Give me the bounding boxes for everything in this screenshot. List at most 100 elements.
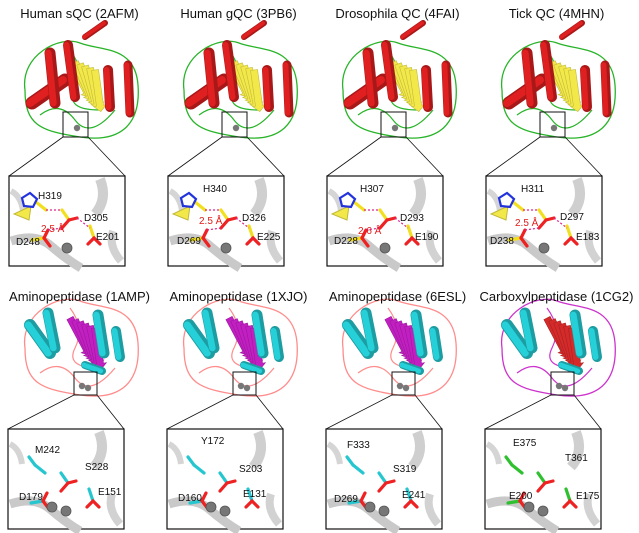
active-site-inset — [8, 175, 126, 272]
helix-highlight — [558, 362, 581, 374]
loop-trace — [198, 108, 275, 129]
overview-cartoon — [501, 298, 616, 397]
zinc-ion — [555, 382, 563, 390]
bond-stick — [59, 471, 70, 485]
zinc-ion — [232, 124, 240, 132]
beta-strand — [12, 205, 32, 221]
helix-highlight — [43, 309, 57, 352]
grey-ribbon — [584, 229, 602, 264]
bond-stick — [410, 236, 420, 246]
loop-trace — [516, 366, 593, 387]
residue-label-4: E183 — [576, 232, 600, 243]
imidazole-ring — [179, 191, 198, 209]
grey-ribbon — [408, 430, 426, 471]
helix-highlight — [421, 67, 430, 110]
zoom-line — [255, 394, 284, 430]
zinc-ion — [402, 384, 410, 392]
residue-label-4: E151 — [98, 487, 122, 498]
bond-stick — [226, 216, 238, 222]
bond-stick — [384, 479, 396, 485]
active-site-inset — [167, 175, 285, 272]
zoom-box — [380, 111, 407, 138]
hydrogen-bond — [76, 217, 91, 229]
grey-ribbon — [168, 188, 185, 212]
structure-figure — [166, 298, 298, 533]
bond-stick — [537, 218, 548, 230]
panel-title: Aminopeptidase (1AMP) — [9, 289, 150, 304]
helix-highlight — [411, 311, 424, 357]
bond-stick — [60, 208, 71, 222]
grey-ribbon — [567, 430, 585, 471]
residue-label-1: H319 — [38, 191, 62, 202]
residue-label-1: F333 — [347, 440, 370, 451]
bond-stick — [91, 499, 101, 509]
loop-trace — [183, 40, 298, 139]
zinc-ion — [538, 242, 550, 254]
helix-highlight — [282, 62, 291, 116]
active-site-inset — [325, 428, 443, 533]
active-site-inset — [484, 428, 602, 533]
hydrogen-bond — [235, 217, 250, 229]
active-site-inset — [7, 428, 125, 533]
residue-label-2: D297 — [560, 212, 584, 223]
zoom-line — [7, 394, 75, 430]
zoom-line — [414, 394, 443, 430]
residue-label-3: E200 — [509, 491, 533, 502]
bond-stick — [406, 224, 414, 240]
bond-stick — [377, 471, 388, 485]
structure-figure — [484, 298, 616, 533]
loop-trace — [39, 366, 116, 387]
bond-stick — [67, 216, 79, 222]
helix-highlight — [241, 21, 265, 39]
beta-strand — [409, 69, 426, 113]
panel-title: Tick QC (4MHN) — [508, 6, 605, 21]
bond-stick — [193, 200, 207, 212]
zinc-ion — [537, 505, 549, 517]
grey-ribbon — [486, 188, 503, 212]
grey-ribbon — [167, 441, 184, 465]
bond-stick — [507, 236, 523, 242]
zinc-ion — [205, 501, 217, 513]
imidazole-ring — [20, 191, 39, 209]
grey-ribbon — [90, 430, 108, 471]
helix-highlight — [429, 328, 440, 360]
bond-stick — [405, 487, 413, 503]
loop-trace — [342, 40, 457, 139]
helix-highlight — [580, 67, 589, 110]
bond-stick — [565, 224, 573, 240]
zinc-ion — [60, 505, 72, 517]
hydrogen-bond — [553, 217, 568, 229]
zoom-line — [96, 394, 125, 430]
bond-stick — [569, 236, 579, 246]
helix-highlight — [381, 42, 395, 100]
bond-stick — [377, 481, 388, 493]
zinc-ion — [550, 124, 558, 132]
bond-stick — [34, 200, 48, 212]
grey-ribbon — [409, 177, 427, 218]
residue-label-3: D269 — [177, 236, 201, 247]
overview-cartoon — [501, 20, 616, 139]
beta-strand — [250, 69, 267, 113]
zoom-line — [8, 136, 64, 177]
bond-stick — [536, 481, 547, 493]
panel-title: Carboxylpeptidase (1CG2) — [479, 289, 634, 304]
helix-highlight — [45, 49, 57, 107]
panel-title: Human sQC (2AFM) — [20, 6, 139, 21]
bond-stick — [247, 224, 255, 240]
zinc-ion — [46, 501, 58, 513]
residue-label-1: Y172 — [201, 436, 225, 447]
bond-stick — [42, 236, 52, 248]
helix-highlight — [270, 328, 281, 360]
bond-stick — [59, 481, 70, 493]
zinc-ion — [220, 242, 232, 254]
bond-stick — [189, 236, 205, 242]
grey-ribbon — [424, 492, 442, 527]
panel-aminopeptidase-6esl: Aminopeptidase (6ESL) F333 S319 D269 E24… — [318, 267, 477, 533]
loop-trace — [39, 108, 116, 129]
helix-highlight — [204, 49, 216, 107]
grey-ribbon — [326, 441, 343, 465]
zinc-ion — [61, 242, 73, 254]
zoom-box — [391, 371, 416, 396]
zoom-line — [87, 136, 126, 177]
helix-highlight — [400, 21, 424, 39]
